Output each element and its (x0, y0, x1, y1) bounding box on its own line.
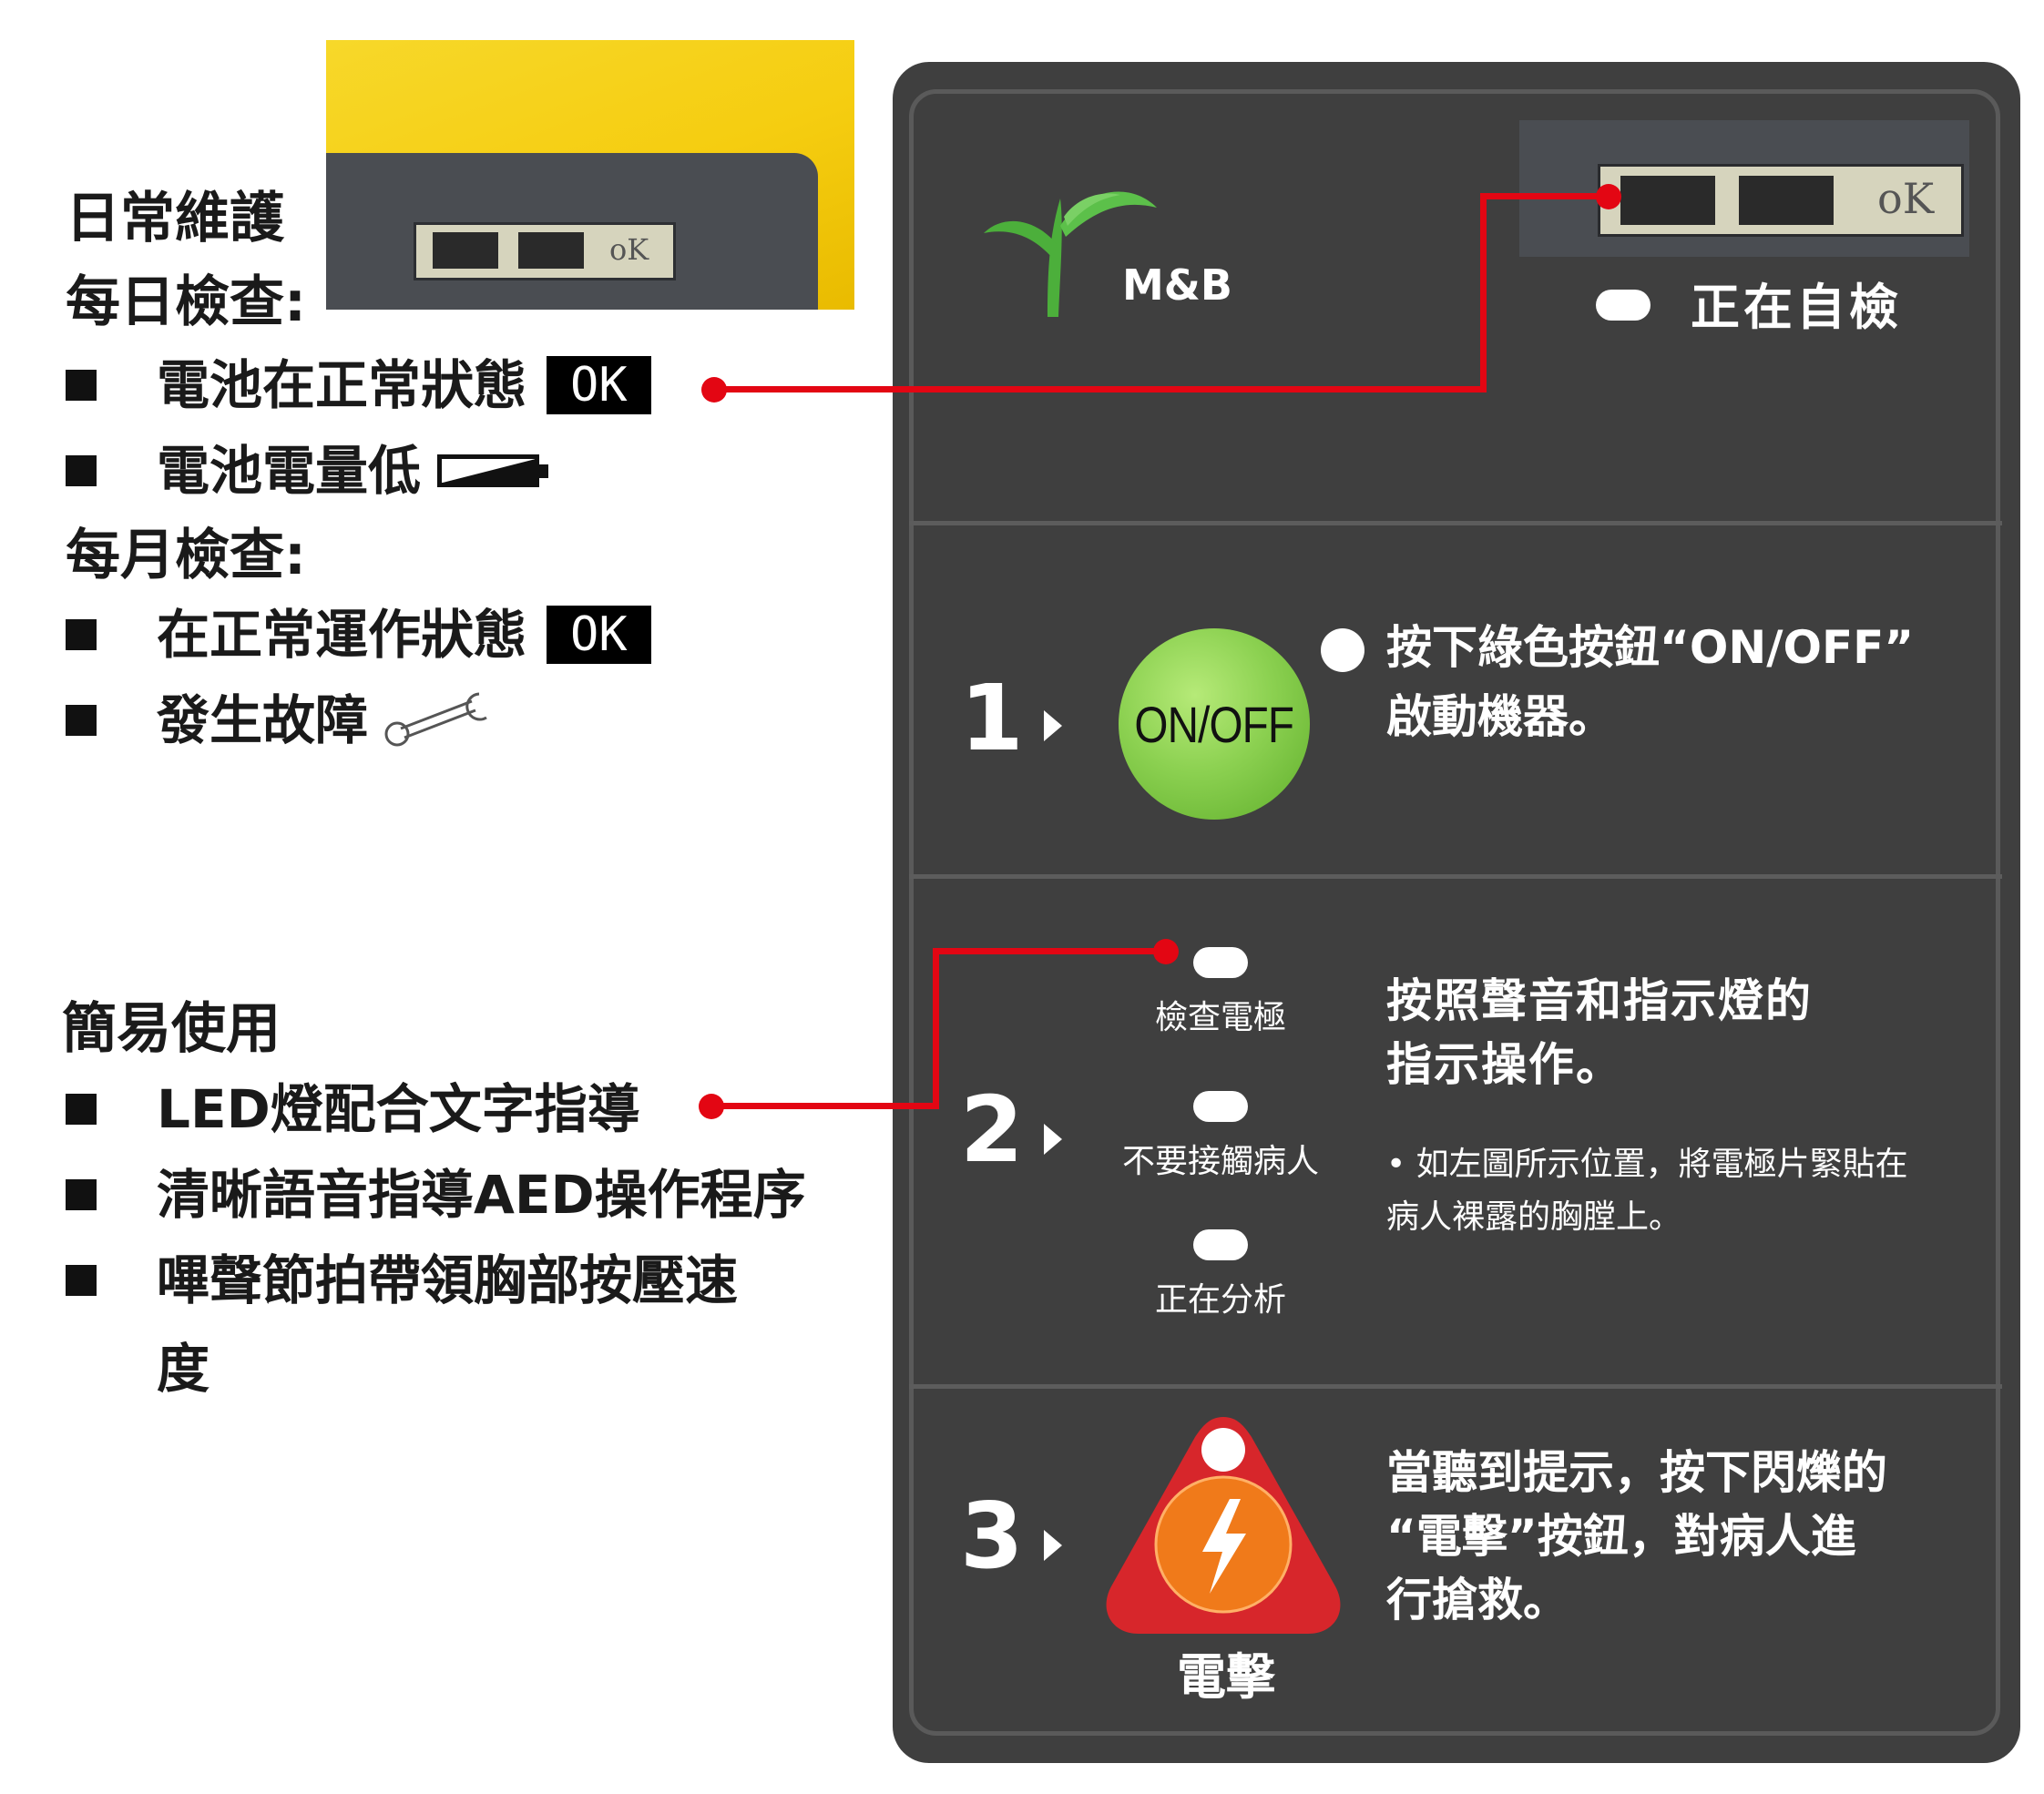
low-battery-icon (437, 454, 549, 487)
list-item-battery-low: 電池電量低 (66, 439, 549, 503)
ok-badge: OK (547, 356, 651, 414)
step-2-note-line2: 病人裸露的胸膛上。 (1386, 1198, 1682, 1236)
step-1-number: 1 (960, 665, 1024, 771)
section-divider (909, 1384, 2002, 1389)
step-2-instruction-line2: 指示操作。 (1386, 1038, 1623, 1091)
bullet-square-icon (66, 370, 97, 401)
bullet-square-icon (66, 1179, 97, 1210)
on-off-button[interactable]: ON/OFF (1119, 628, 1310, 820)
section-divider (909, 521, 2002, 525)
step-3-instruction-line2: “電擊”按鈕，對病人進 (1386, 1510, 1856, 1563)
battery-ok-label: 電池在正常狀態 (157, 354, 527, 416)
list-item-voice-guide: 清晰語音指導AED操作程序 (66, 1163, 806, 1227)
step-arrow-icon (1044, 710, 1062, 741)
list-item-normal-operation: 在正常運作狀態 OK (66, 603, 651, 667)
wrench-icon (384, 692, 487, 747)
self-test-led (1596, 290, 1651, 321)
analyzing-label: 正在分析 (1154, 1281, 1286, 1319)
device-lcd-photo: oK (326, 40, 854, 310)
check-electrode-led (1193, 947, 1248, 978)
analyzing-led (1193, 1229, 1248, 1260)
fault-label: 發生故障 (157, 689, 369, 751)
step-3-instruction-line3: 行搶救。 (1386, 1574, 1569, 1626)
beep-guide-label: 嗶聲節拍帶領胸部按壓速 (157, 1249, 739, 1311)
dont-touch-patient-label: 不要接觸病人 (1121, 1143, 1319, 1180)
bullet-square-icon (66, 705, 97, 736)
shock-button-label: 電擊 (1177, 1648, 1275, 1706)
step-2-number: 2 (960, 1076, 1024, 1183)
list-item-beep-guide: 嗶聲節拍帶領胸部按壓速 (66, 1249, 738, 1312)
bullet-square-icon (66, 455, 97, 486)
step-1-instruction-line2: 啟動機器。 (1386, 690, 1614, 743)
shock-button[interactable] (1100, 1408, 1346, 1645)
list-item-led-guide: LED燈配合文字指導 (66, 1077, 640, 1141)
beep-guide-label-continued: 度 (157, 1338, 210, 1400)
step-2-note-line1: • 如左圖所示位置，將電極片緊貼在 (1386, 1146, 1908, 1183)
panel-border (909, 89, 2000, 1736)
self-test-label: 正在自檢 (1691, 279, 1902, 336)
step-arrow-icon (1044, 1530, 1062, 1561)
panel-lcd-display: oK (1519, 120, 1969, 257)
step-1-instruction-line1: 按下綠色按鈕“ON/OFF” (1386, 621, 1915, 674)
bullet-square-icon (66, 1094, 97, 1125)
voice-guide-label: 清晰語音指導AED操作程序 (157, 1164, 806, 1226)
check-electrode-label: 檢查電極 (1154, 999, 1286, 1036)
bullet-square-icon (66, 1265, 97, 1296)
aed-instruction-panel: M&B oK 正在自檢 1 ON/OFF 按下綠色按鈕“ON/OFF” 啟動機器… (893, 62, 2020, 1763)
daily-check-title: 每日檢查: (66, 270, 306, 334)
device-lcd-screen: oK (414, 222, 676, 280)
easy-use-title: 簡易使用 (62, 997, 281, 1061)
maintenance-title: 日常維護 (66, 187, 284, 250)
normal-operation-label: 在正常運作狀態 (157, 604, 527, 666)
step-1-indicator-dot (1321, 628, 1364, 672)
step-3-instruction-line1: 當聽到提示，按下閃爍的 (1386, 1446, 1887, 1499)
device-bezel: oK (326, 153, 818, 310)
battery-low-label: 電池電量低 (157, 440, 422, 502)
ok-badge: OK (547, 606, 651, 664)
brand-name: M&B (1122, 260, 1232, 310)
mb-logo-icon (984, 191, 1157, 317)
dont-touch-patient-led (1193, 1091, 1248, 1122)
list-item-battery-ok: 電池在正常狀態 OK (66, 353, 651, 417)
step-2-instruction-line1: 按照聲音和指示燈的 (1386, 974, 1813, 1027)
lcd-ok-text: oK (609, 232, 649, 267)
section-divider (909, 874, 2002, 879)
bullet-square-icon (66, 619, 97, 650)
step-3-number: 3 (960, 1483, 1024, 1589)
step-arrow-icon (1044, 1124, 1062, 1155)
lcd-ok-text: oK (1877, 174, 1935, 223)
lightning-bolt-icon (1202, 1499, 1246, 1594)
led-guide-label: LED燈配合文字指導 (157, 1078, 640, 1140)
on-off-button-label: ON/OFF (1134, 695, 1295, 753)
monthly-check-title: 每月檢查: (66, 524, 306, 587)
list-item-fault: 發生故障 (66, 688, 499, 752)
